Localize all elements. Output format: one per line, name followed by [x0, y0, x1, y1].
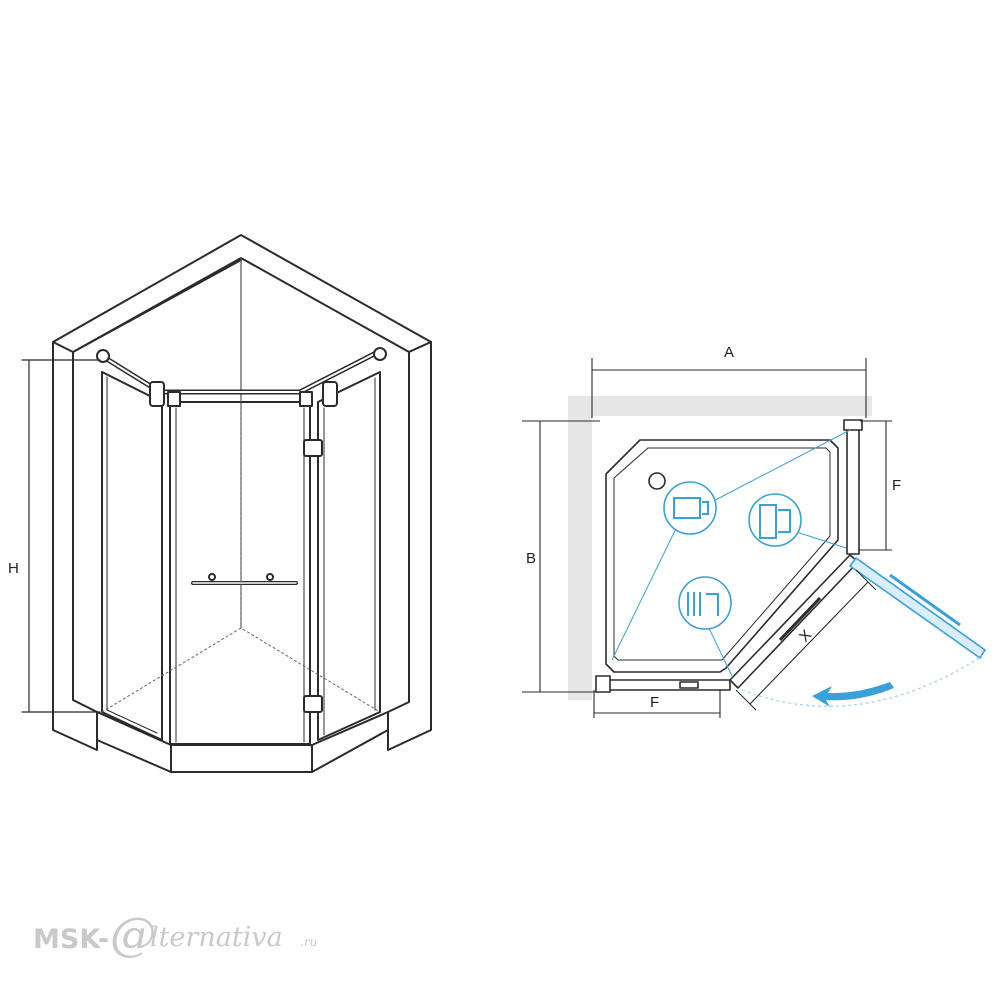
hinge-icon: [748, 493, 802, 547]
arrow-icon: [812, 682, 894, 707]
panel-bottom-plan: [599, 679, 731, 691]
door-plan-open: [848, 556, 987, 660]
glass-panel-left: [101, 371, 163, 741]
tray-outline: [605, 439, 839, 673]
watermark-prefix: MSK-: [33, 924, 109, 955]
watermark-logo: MSK- @ lternativa .ru: [33, 907, 317, 961]
wall-right: [387, 341, 432, 751]
dim-label-a: A: [724, 344, 734, 361]
dim-label-b: B: [526, 550, 536, 567]
hinge-bottom: [303, 695, 323, 713]
drain-icon: [648, 472, 666, 490]
seal-icon: [678, 576, 732, 630]
watermark-at: @: [110, 907, 156, 961]
swing-arc: [741, 655, 983, 707]
dim-label-x: X: [796, 627, 815, 646]
panel-right-plan: [846, 423, 860, 555]
plan-view: [522, 358, 987, 718]
dim-label-f-bottom: F: [650, 694, 659, 711]
door-plan-closed: [729, 554, 859, 689]
dim-label-h: H: [8, 560, 19, 577]
watermark-suffix: lternativa: [150, 922, 283, 953]
shower-tray: [96, 711, 389, 773]
dim-label-f-right: F: [892, 477, 901, 494]
hinge-top: [303, 439, 323, 457]
glass-panel-right: [317, 371, 381, 741]
isometric-view: [21, 234, 432, 773]
glass-door: [169, 401, 311, 745]
wall-top: [52, 234, 432, 353]
profile-icon: [663, 481, 717, 535]
watermark-tld: .ru: [300, 935, 317, 949]
